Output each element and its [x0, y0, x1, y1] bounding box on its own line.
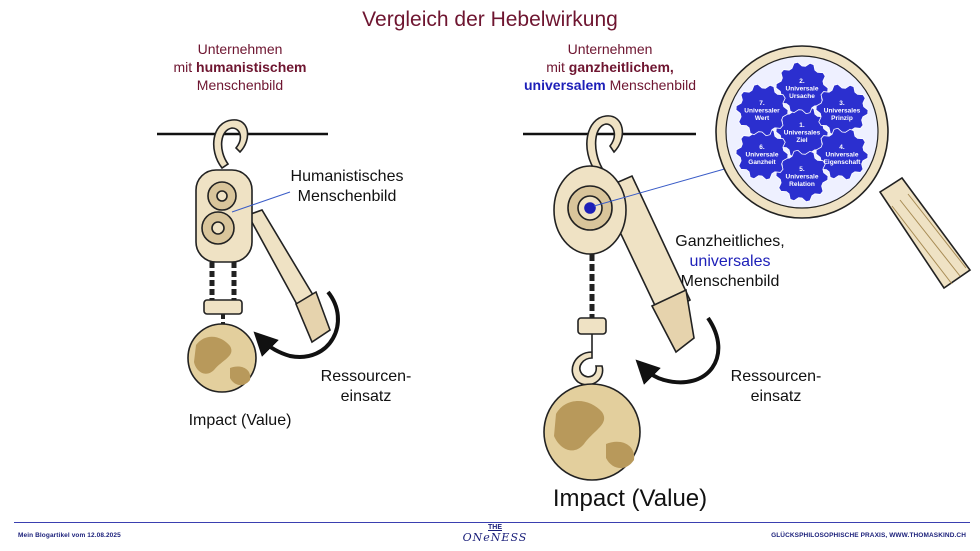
left-chain-block — [203, 299, 243, 315]
left-callout-line2: Menschenbild — [297, 188, 397, 205]
universal-gear-2-text-2: Universale — [786, 86, 819, 93]
universal-gear-3-text-2: Universales — [824, 108, 861, 115]
right-header-line1: Unternehmen — [567, 41, 653, 57]
universal-gear-6-text-1: 6. — [759, 144, 765, 151]
universal-gear-4-text-3: Eigenschaft — [824, 159, 862, 166]
right-resource-label: Ressourcen- einsatz — [706, 367, 846, 407]
universal-gear-4-text-1: 4. — [839, 144, 845, 151]
left-rotation-arrow — [253, 290, 340, 359]
left-header-line3: Menschenbild — [196, 77, 284, 93]
right-callout-line3: Menschenbild — [680, 273, 780, 290]
universal-gear-1-text-1: 1. — [799, 122, 805, 129]
right-resource-line1: Ressourcen- — [730, 368, 822, 385]
universal-gear-2-text-1: 2. — [799, 78, 805, 85]
right-header-line3: universalem Menschenbild — [524, 77, 696, 93]
universal-gear-6-text-2: Universale — [746, 152, 779, 159]
left-callout-line1: Humanistisches — [290, 168, 404, 185]
right-callout-line1: Ganzheitliches, — [675, 233, 785, 250]
universal-gear-7-text-1: 7. — [759, 100, 765, 107]
right-rotation-arrow — [635, 316, 721, 385]
universal-gear-4-text-2: Universale — [826, 152, 859, 159]
footer-logo: THE ONeNESS — [455, 524, 535, 544]
magnifying-glass: 1.UniversalesZiel2.UniversaleUrsache3.Un… — [715, 45, 972, 290]
left-impact-label: Impact (Value) — [188, 412, 292, 429]
right-impact-label: Impact (Value) — [552, 485, 708, 512]
universal-gear-2-text-3: Ursache — [789, 93, 815, 100]
left-header: Unternehmen mit humanistischem Menschenb… — [150, 40, 330, 94]
page-title: Vergleich der Hebelwirkung — [362, 8, 618, 31]
right-lever-grip — [650, 288, 695, 354]
footer-logo-bottom: ONeNESS — [462, 531, 528, 544]
right-bottom-hook — [571, 334, 604, 386]
right-chain-block — [577, 317, 607, 335]
right-core-dot — [584, 202, 596, 214]
universal-gear-7-text-3: Wert — [755, 115, 770, 122]
footer-logo-top: THE — [488, 524, 502, 531]
right-callout-label: Ganzheitliches, universales Menschenbild — [660, 232, 800, 292]
universal-gear-5-text-2: Universale — [786, 174, 819, 181]
left-top-hook — [213, 119, 249, 170]
universal-gear-5-text-1: 5. — [799, 166, 805, 173]
left-header-line1: Unternehmen — [197, 41, 283, 57]
right-chain-hoist — [523, 115, 696, 481]
universal-gear-1-text-2: Universales — [784, 130, 821, 137]
universal-gear-6-text-3: Ganzheit — [748, 159, 776, 166]
universal-gear-1-text-3: Ziel — [796, 137, 807, 144]
universal-gear-3-text-1: 3. — [839, 100, 845, 107]
right-header: Unternehmen mit ganzheitlichem, universa… — [490, 40, 730, 94]
left-callout-line — [231, 191, 291, 213]
universal-gear-5-text-3: Relation — [789, 181, 815, 188]
right-callout-line2: universales — [689, 253, 771, 270]
universal-gear-cluster: 1.UniversalesZiel2.UniversaleUrsache3.Un… — [735, 61, 869, 203]
universal-gear-7-text-2: Universaler — [744, 108, 780, 115]
left-lever — [246, 209, 318, 312]
universal-gear-3-text-3: Prinzip — [831, 115, 853, 122]
right-callout-line — [593, 167, 729, 207]
left-chain-hoist — [157, 119, 331, 393]
left-callout-label: Humanistisches Menschenbild — [272, 167, 422, 207]
left-resource-label: Ressourcen- einsatz — [296, 367, 436, 407]
footer-divider — [14, 522, 970, 523]
left-resource-line2: einsatz — [340, 388, 392, 405]
left-lever-grip — [294, 290, 331, 344]
footer-right-text: GLÜCKSPHILOSOPHISCHE PRAXIS, WWW.THOMASK… — [771, 532, 966, 539]
left-header-line2: mit humanistischem — [173, 59, 307, 75]
left-resource-line1: Ressourcen- — [320, 368, 412, 385]
right-header-line2: mit ganzheitlichem, — [546, 59, 674, 75]
right-top-hook — [586, 115, 624, 174]
right-resource-line2: einsatz — [750, 388, 802, 405]
footer-left-text: Mein Blogartikel vom 12.08.2025 — [18, 532, 121, 539]
